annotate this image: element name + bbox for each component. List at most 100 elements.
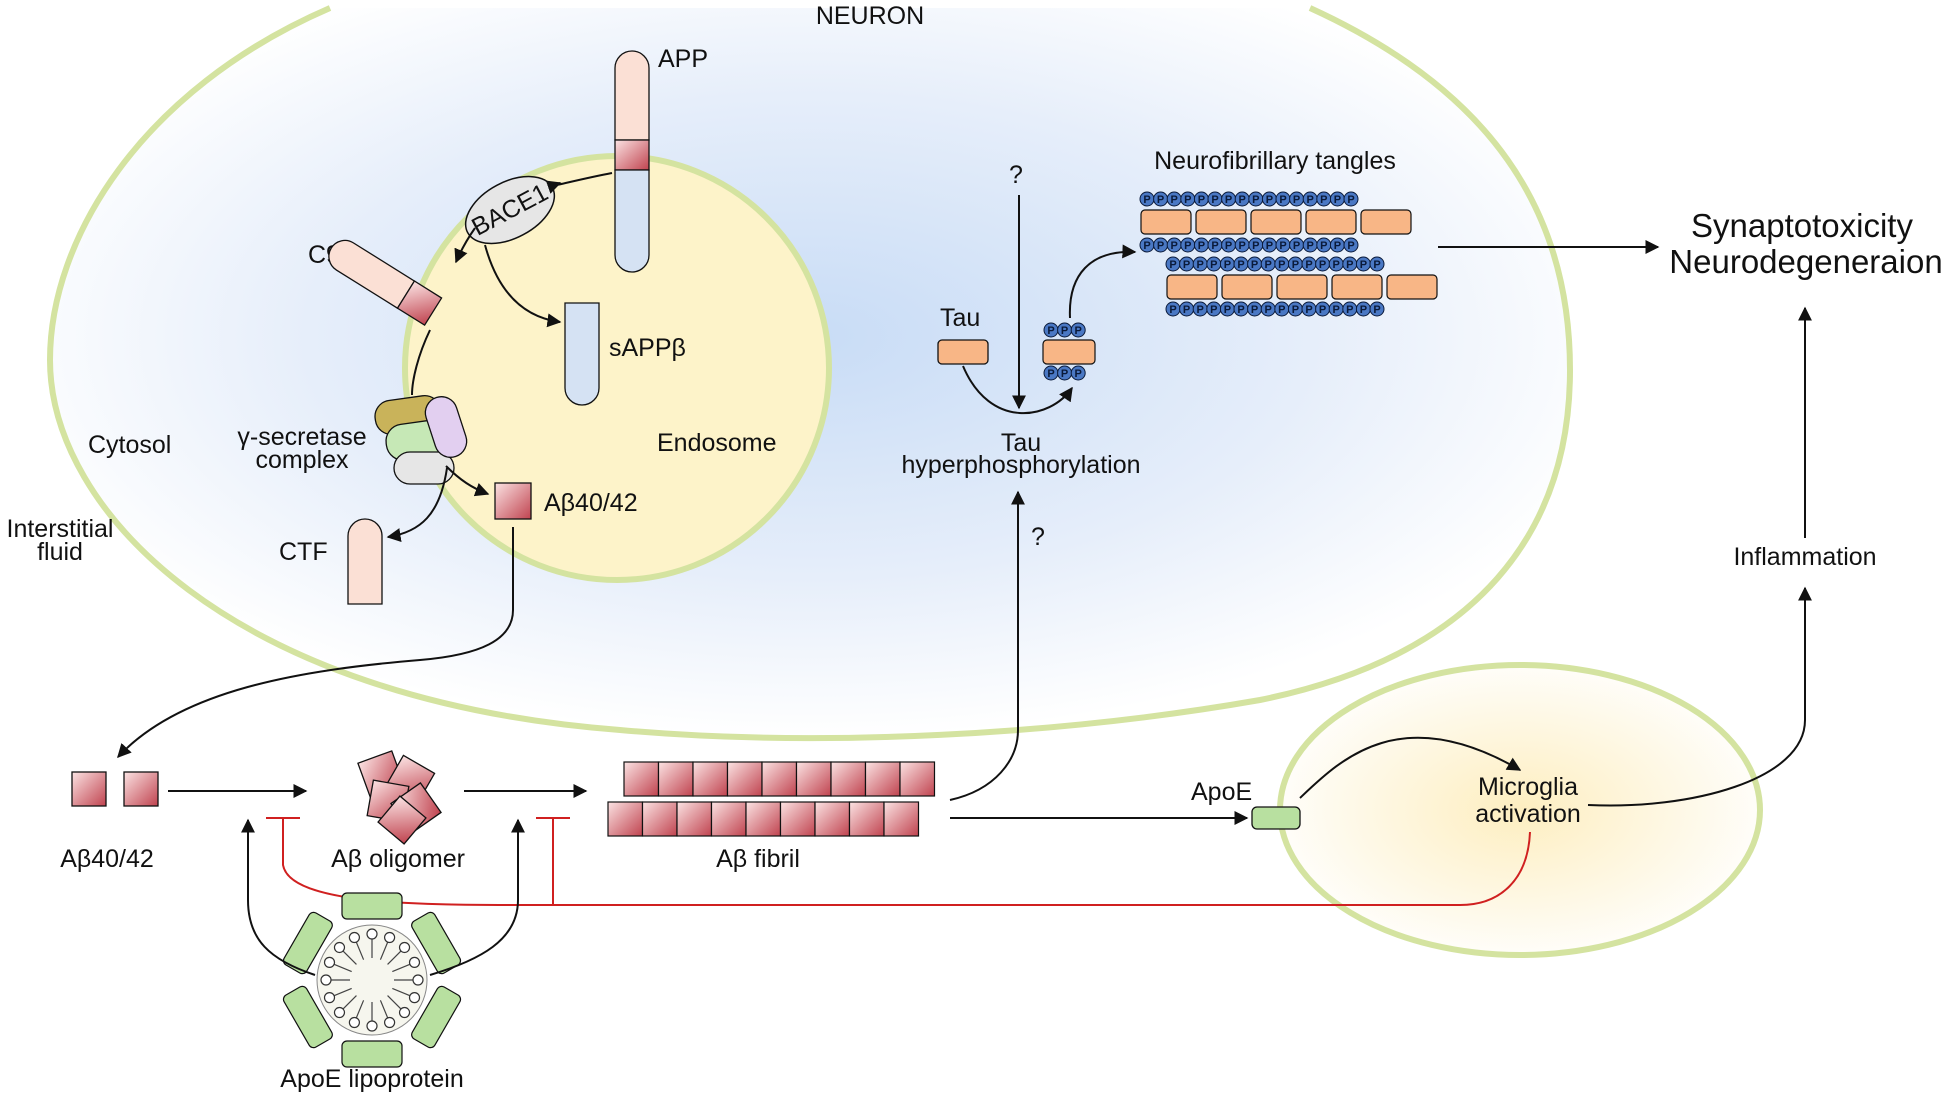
svg-text:P: P — [1360, 304, 1367, 316]
apoe-protein — [1251, 806, 1301, 830]
apoe-protein-belt-0 — [341, 892, 403, 920]
svg-text:P: P — [1225, 194, 1232, 206]
nft-top-row3-3: P — [1206, 256, 1222, 272]
nft-top-row1-13: P — [1316, 191, 1332, 207]
abeta-oligomer — [357, 750, 442, 845]
abeta-fibril-label: Aβ fibril — [716, 845, 800, 873]
svg-text:P: P — [1197, 304, 1204, 316]
lipid-head-5 — [348, 1016, 360, 1029]
svg-text:P: P — [1307, 194, 1314, 206]
svg-text:P: P — [1169, 259, 1176, 271]
fibril-block-bottom-8 — [883, 801, 920, 837]
svg-text:P: P — [1224, 259, 1231, 271]
arrow-microglia-to-inflammation — [1587, 586, 1812, 807]
svg-text:P: P — [1360, 259, 1367, 271]
svg-text:P: P — [1239, 240, 1246, 252]
svg-text:P: P — [1237, 259, 1244, 271]
nft-top-row3-6: P — [1247, 256, 1263, 272]
nft-top-row2-2: P — [1166, 237, 1182, 253]
svg-text:P: P — [1211, 194, 1218, 206]
nft-top-row2-7: P — [1234, 237, 1250, 253]
fibril-block-top-1 — [657, 761, 694, 797]
svg-text:P: P — [1157, 240, 1164, 252]
phospho-ball-top-2: P — [1070, 322, 1086, 338]
phospho-tau-body — [1042, 339, 1096, 365]
nft-top-row2-11: P — [1289, 237, 1305, 253]
nft-top-row2-3: P — [1180, 237, 1196, 253]
fibril-block-top-8 — [899, 761, 936, 797]
nft-top-row4-1: P — [1179, 301, 1195, 317]
nft-top-row2-13: P — [1316, 237, 1332, 253]
svg-text:P: P — [1320, 194, 1327, 206]
abeta-inside-monomer — [494, 482, 532, 520]
svg-text:P: P — [1265, 259, 1272, 271]
abeta-monomer-2 — [123, 771, 159, 807]
tau-protein — [937, 339, 989, 365]
svg-text:P: P — [1251, 259, 1258, 271]
fibril-block-top-6 — [830, 761, 867, 797]
phospho-ball-top-1: P — [1057, 322, 1073, 338]
nft-top-row3-7: P — [1260, 256, 1276, 272]
svg-text:P: P — [1210, 259, 1217, 271]
phospho-ball-bottom-0: P — [1043, 365, 1059, 381]
svg-text:P: P — [1292, 259, 1299, 271]
arrow-fibril-to-hyper — [949, 490, 1025, 801]
svg-text:P: P — [1183, 259, 1190, 271]
svg-text:P: P — [1373, 304, 1380, 316]
svg-text:P: P — [1319, 259, 1326, 271]
nft-top-row1-1: P — [1153, 191, 1169, 207]
gamma-secretase-label-line1: γ-secretase — [237, 423, 366, 451]
abeta-oligomer-label: Aβ oligomer — [331, 845, 465, 873]
nft-tau-row1-3 — [1305, 209, 1357, 235]
apoe-protein-belt-2 — [411, 985, 462, 1049]
nft-top-row3-15: P — [1369, 256, 1385, 272]
nft-top-row3-2: P — [1192, 256, 1208, 272]
svg-text:P: P — [1278, 304, 1285, 316]
phospho-ball-bottom-1: P — [1057, 365, 1073, 381]
svg-text:P: P — [1279, 194, 1286, 206]
abeta-inside-label: Aβ40/42 — [544, 489, 638, 517]
apoe-protein-belt-5 — [282, 911, 333, 975]
svg-text:P: P — [1320, 240, 1327, 252]
nft-top-row4-7: P — [1260, 301, 1276, 317]
nft-top-row3-14: P — [1355, 256, 1371, 272]
sappb-label: sAPPβ — [609, 334, 686, 362]
tau-hyper-label-line2: hyperphosphorylation — [901, 451, 1140, 479]
nft-top-row3-8: P — [1274, 256, 1290, 272]
lipid-head-3 — [384, 1016, 396, 1029]
arrow-gamma-to-abeta — [445, 465, 490, 497]
nft-top-row1-6: P — [1221, 191, 1237, 207]
svg-text:P: P — [1346, 259, 1353, 271]
nft-top-row4-0: P — [1165, 301, 1181, 317]
svg-text:P: P — [1061, 325, 1068, 337]
arrow-app-to-bace1 — [545, 172, 613, 194]
nft-tau-row2-0 — [1166, 274, 1218, 300]
nft-top-row2-10: P — [1275, 237, 1291, 253]
nft-top-row3-9: P — [1287, 256, 1303, 272]
fibril-block-top-4 — [761, 761, 798, 797]
fibril-block-bottom-3 — [710, 801, 747, 837]
fibril-block-bottom-5 — [779, 801, 816, 837]
svg-text:P: P — [1061, 368, 1068, 380]
lipid-head-7 — [323, 992, 336, 1004]
nft-top-row1-3: P — [1180, 191, 1196, 207]
nft-top-row3-13: P — [1342, 256, 1358, 272]
svg-text:P: P — [1266, 194, 1273, 206]
nft-tau-row1-4 — [1360, 209, 1412, 235]
arrow-bace1-to-c99 — [454, 227, 476, 264]
arrow-abeta-out — [117, 527, 514, 759]
nft-tau-row2-3 — [1331, 274, 1383, 300]
lipid-head-11 — [348, 931, 360, 944]
arrow-lipo-to-monomer-path — [241, 818, 316, 976]
svg-text:P: P — [1319, 304, 1326, 316]
nft-top-row2-6: P — [1221, 237, 1237, 253]
arrow-bace1-to-sappb — [484, 244, 562, 328]
nft-top-row3-11: P — [1315, 256, 1331, 272]
nft-top-row1-7: P — [1234, 191, 1250, 207]
nft-top-row1-5: P — [1207, 191, 1223, 207]
svg-text:P: P — [1346, 304, 1353, 316]
svg-text:P: P — [1211, 240, 1218, 252]
svg-text:P: P — [1373, 259, 1380, 271]
